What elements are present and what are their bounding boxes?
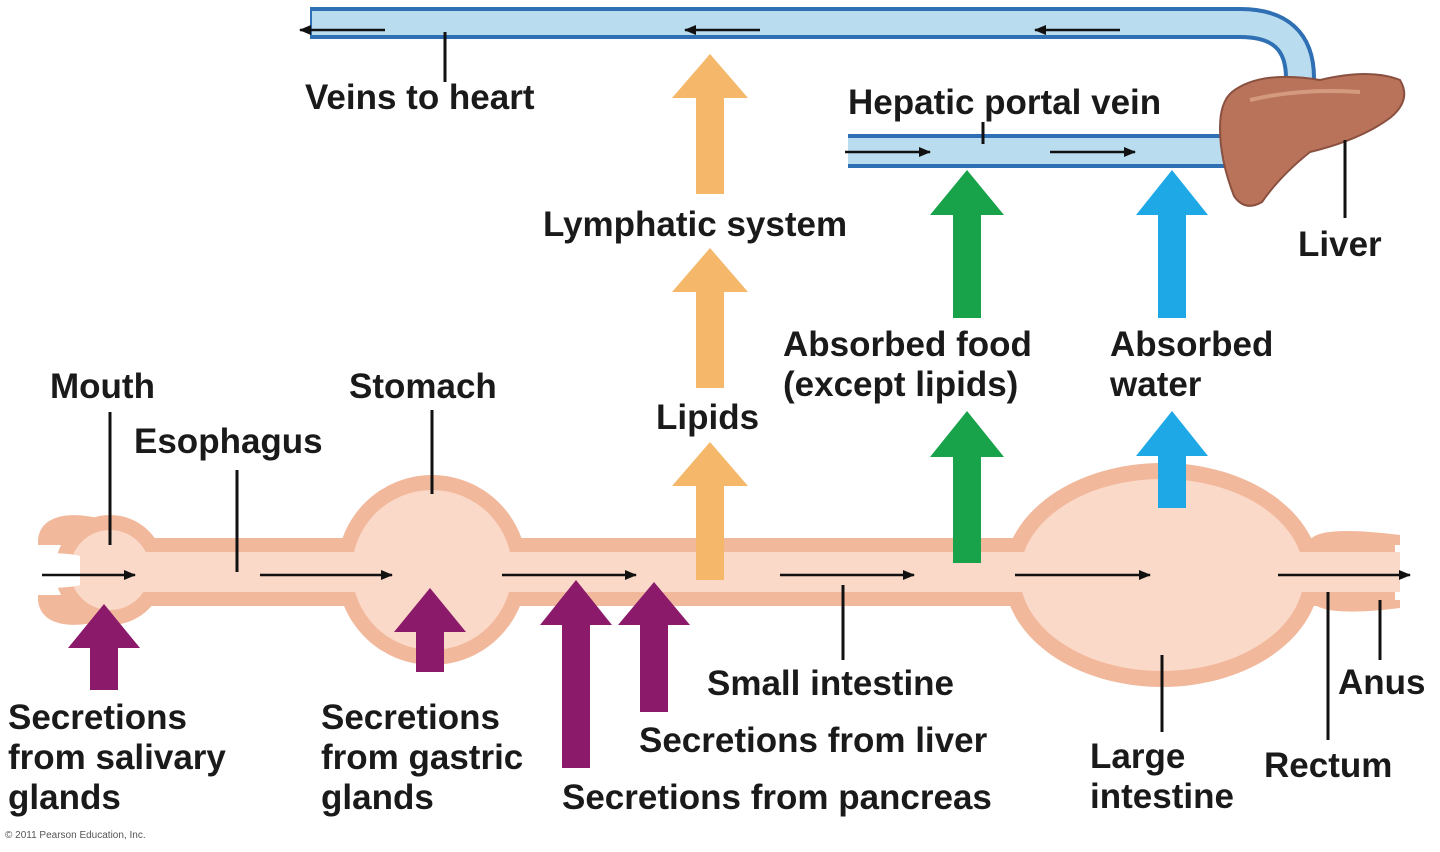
absorbed-food-arrow [930,170,1004,318]
gastric-secretions-label: Secretions [321,698,500,737]
liver-label: Liver [1298,225,1382,264]
gastric-secretions-label-line3: glands [321,778,434,817]
salivary-secretions-label-line2: from salivary [8,738,226,777]
secretion-arrow-pancreas [540,580,612,768]
veins-to-heart-vessel [310,7,1316,98]
absorbed-food-label: Absorbed food [783,325,1032,364]
liver-secretions-label: Secretions from liver [639,721,988,760]
digestive-tract [38,463,1400,687]
secretion-arrow-salivary [68,604,140,690]
salivary-secretions-label-line3: glands [8,778,121,817]
hepatic-portal-vein-label: Hepatic portal vein [848,83,1161,122]
absorbed-water-arrow [1136,170,1208,318]
absorbed-food-arrow [930,411,1004,563]
rectum-label: Rectum [1264,746,1392,785]
mouth-label: Mouth [50,367,155,406]
copyright-notice: © 2011 Pearson Education, Inc. [5,830,146,841]
stomach-label: Stomach [349,367,497,406]
veins-to-heart-label: Veins to heart [305,78,535,117]
gastric-secretions-label-line2: from gastric [321,738,523,777]
salivary-secretions-label: Secretions [8,698,187,737]
pancreas-secretions-label: Secretions from pancreas [562,778,992,817]
anus-label: Anus [1338,663,1426,702]
esophagus-label: Esophagus [134,422,323,461]
large-intestine-label-line2: intestine [1090,777,1234,816]
secretion-arrow-liver [618,582,690,712]
liver-shape [1218,73,1406,207]
lipid-arrow [672,442,748,580]
absorbed-water-label: Absorbed [1110,325,1273,364]
liver-highlight [1249,89,1361,102]
absorbed-water-arrow [1136,411,1208,508]
absorbed-food-label-line2: (except lipids) [783,365,1018,404]
secretion-arrow-gastric [394,588,466,672]
lymphatic-system-label: Lymphatic system [543,205,847,244]
small-intestine-label: Small intestine [707,664,954,703]
lipid-arrow [672,248,748,388]
lipid-arrow [672,54,748,194]
large-intestine-label: Large [1090,737,1185,776]
absorbed-water-label-line2: water [1109,365,1202,404]
lipids-label: Lipids [656,398,759,437]
